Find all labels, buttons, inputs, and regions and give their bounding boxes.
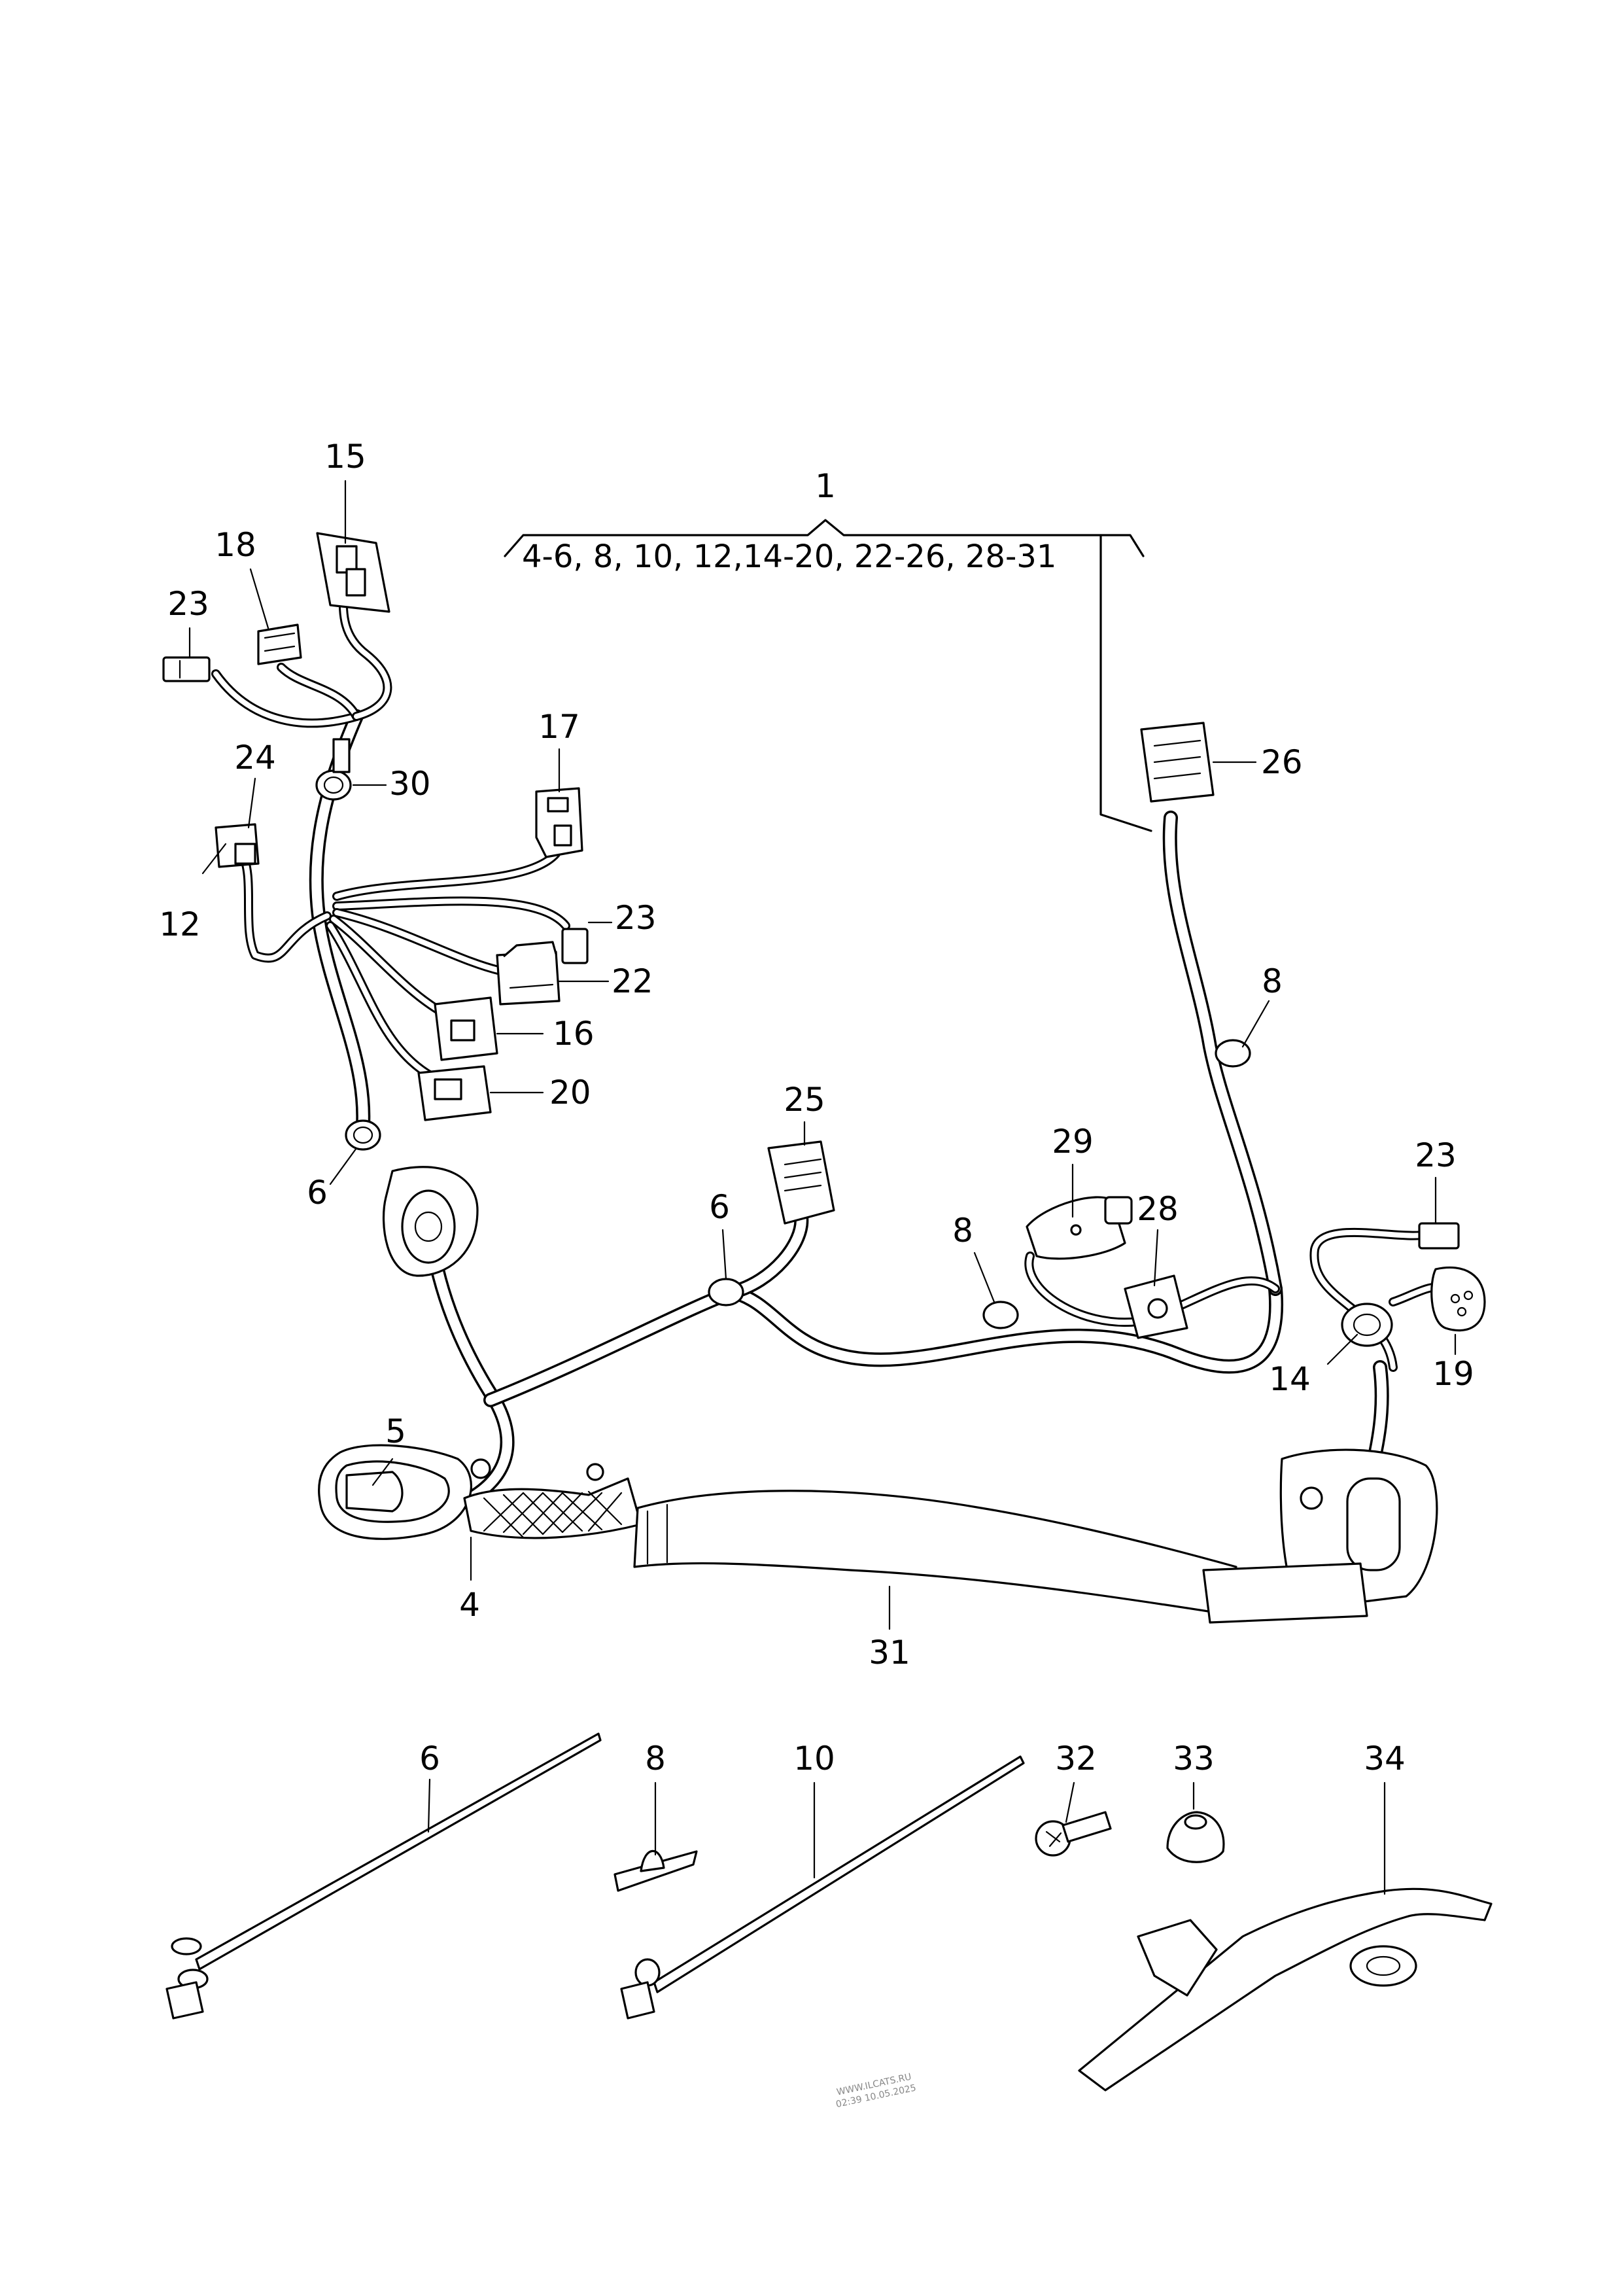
callout-33: 33	[1173, 1740, 1215, 1778]
group-bracket	[504, 519, 1152, 832]
cable-tie-6	[165, 1732, 602, 2020]
callout-32: 32	[1055, 1740, 1097, 1778]
callout-14: 14	[1269, 1360, 1311, 1398]
callout-25: 25	[784, 1081, 825, 1119]
connector-24-12[interactable]	[215, 823, 260, 868]
clip-6-mid	[708, 1278, 744, 1306]
connector-26[interactable]	[1140, 722, 1215, 803]
cable-tie-10	[620, 1755, 1025, 2020]
watermark: WWW.ILCATS.RU 02:39 10.05.2025	[835, 2072, 918, 2111]
clip-8-upper	[1215, 1039, 1251, 1068]
grommet-14	[1341, 1303, 1393, 1347]
callout-4: 4	[459, 1586, 480, 1624]
callout-23-right: 23	[1415, 1136, 1457, 1174]
connector-23-right[interactable]	[1418, 1222, 1460, 1250]
connector-16[interactable]	[434, 996, 498, 1061]
callout-6-upper: 6	[307, 1174, 328, 1212]
connector-28[interactable]	[1124, 1274, 1188, 1339]
connector-19[interactable]	[1430, 1266, 1486, 1332]
callout-28: 28	[1137, 1190, 1179, 1228]
callout-23-mid: 23	[615, 899, 657, 937]
callout-15: 15	[324, 438, 366, 476]
clip-6-upper	[345, 1119, 381, 1151]
callout-18: 18	[215, 526, 256, 564]
callout-10: 10	[793, 1740, 835, 1778]
callout-34: 34	[1364, 1740, 1406, 1778]
callout-8-upper: 8	[1262, 962, 1283, 1000]
callout-29: 29	[1052, 1123, 1094, 1161]
callout-8-mid: 8	[952, 1212, 973, 1250]
connector-18[interactable]	[257, 623, 302, 665]
connector-23-mid[interactable]	[561, 928, 589, 964]
callout-31: 31	[869, 1634, 910, 1672]
end-bracket-right	[1202, 1448, 1438, 1624]
connector-22[interactable]	[496, 941, 561, 1006]
clip-8-mid	[982, 1301, 1019, 1329]
connector-15[interactable]	[316, 532, 390, 613]
callout-8-loose: 8	[645, 1740, 666, 1778]
connector-25[interactable]	[767, 1140, 835, 1225]
callout-22: 22	[612, 962, 653, 1000]
clip-8-loose	[613, 1849, 698, 1892]
grommet-30	[315, 738, 352, 801]
connector-23-left[interactable]	[162, 656, 211, 682]
callout-12: 12	[159, 905, 201, 943]
callout-23-left: 23	[167, 585, 209, 623]
callout-26: 26	[1261, 743, 1303, 781]
junction-4	[463, 1458, 642, 1539]
bracket-34	[1078, 1887, 1493, 2092]
callout-16: 16	[553, 1015, 595, 1053]
callout-17: 17	[538, 708, 580, 746]
callout-5: 5	[385, 1412, 406, 1450]
callout-20: 20	[549, 1074, 591, 1112]
sensor-29[interactable]	[1026, 1196, 1133, 1260]
grommet-5	[318, 1444, 472, 1540]
connector-17[interactable]	[535, 787, 583, 858]
callout-6-mid: 6	[709, 1188, 730, 1226]
label-group-1: 1	[815, 467, 836, 505]
grommet-upper	[382, 1166, 479, 1277]
connector-20[interactable]	[417, 1065, 492, 1121]
bolt-32	[1035, 1811, 1112, 1857]
leader-lines	[188, 480, 1457, 1895]
callout-24: 24	[234, 739, 276, 777]
callout-19: 19	[1432, 1355, 1474, 1393]
callout-6-loose: 6	[419, 1740, 440, 1778]
sleeve-31	[633, 1490, 1237, 1614]
callout-30: 30	[389, 765, 431, 803]
label-group-range: 4-6, 8, 10, 12,14-20, 22-26, 28-31	[522, 538, 1056, 575]
nut-33	[1166, 1811, 1225, 1863]
